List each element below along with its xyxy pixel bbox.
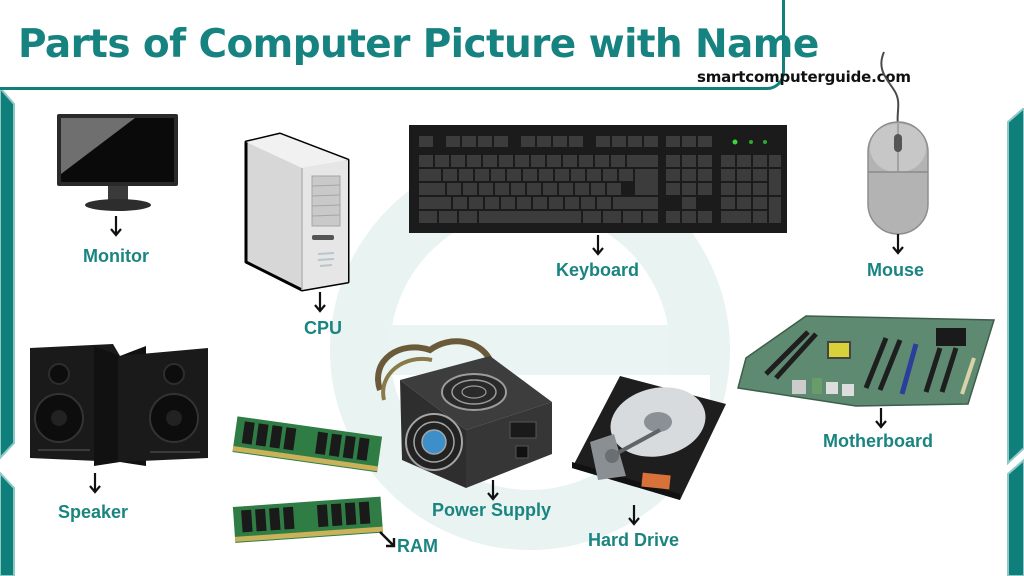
motherboard-icon <box>737 315 996 407</box>
arrow-diagonal-icon <box>379 531 396 548</box>
left-side-bar <box>0 88 15 576</box>
arrow-down-icon <box>628 505 640 526</box>
right-side-bar <box>1007 108 1024 576</box>
label-speaker: Speaker <box>58 502 129 522</box>
label-ram: RAM <box>397 536 438 556</box>
speaker-icon <box>30 344 208 466</box>
arrow-down-icon <box>592 235 604 256</box>
label-mouse: Mouse <box>867 260 925 280</box>
page-title: Parts of Computer Picture with Name <box>18 22 819 67</box>
site-name: smartcomputerguide.com <box>697 68 911 86</box>
label-motherboard: Motherboard <box>823 431 933 451</box>
arrow-down-icon <box>314 292 326 313</box>
cpu-tower-icon <box>244 132 350 292</box>
monitor-icon <box>57 114 178 211</box>
arrow-down-icon <box>875 408 887 429</box>
arrow-down-icon <box>892 234 904 255</box>
label-cpu: CPU <box>304 318 343 338</box>
arrow-down-icon <box>89 473 101 494</box>
hard-drive-icon <box>572 376 726 500</box>
label-monitor: Monitor <box>83 246 149 266</box>
arrow-down-icon <box>487 480 499 501</box>
keyboard-icon <box>409 125 787 233</box>
ram-icon <box>232 416 383 543</box>
arrow-down-icon <box>110 216 122 237</box>
title-frame <box>0 0 785 90</box>
label-power-supply: Power Supply <box>432 500 552 520</box>
mouse-icon <box>867 51 929 235</box>
power-supply-icon <box>375 338 552 488</box>
label-hard-drive: Hard Drive <box>588 530 680 550</box>
label-keyboard: Keyboard <box>556 260 640 280</box>
